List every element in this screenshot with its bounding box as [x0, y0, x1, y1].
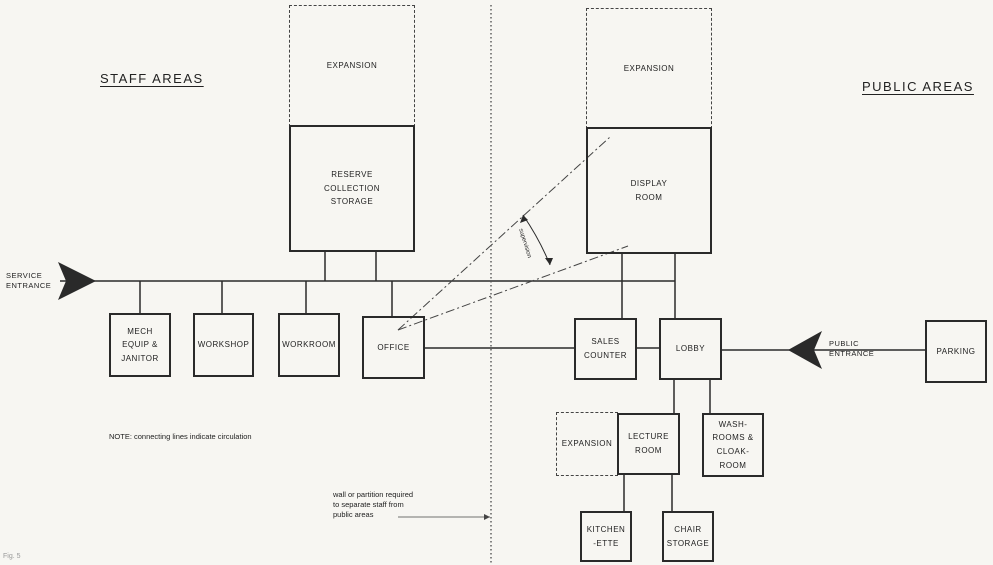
staff-areas-heading: STAFF AREAS — [100, 71, 204, 86]
lecture-room-box: LECTURE ROOM — [617, 413, 680, 475]
kitchenette-box: KITCHEN -ETTE — [580, 511, 632, 562]
circulation-note: NOTE: connecting lines indicate circulat… — [109, 432, 252, 441]
public-entrance-arrow — [788, 331, 822, 369]
sight-line-upper — [397, 136, 611, 331]
parking-box: PARKING — [925, 320, 987, 383]
figure-caption: Fig. 5 — [3, 553, 21, 560]
public-expansion-box: EXPANSION — [586, 8, 712, 129]
public-areas-heading: PUBLIC AREAS — [862, 79, 974, 94]
lecture-expansion-box: EXPANSION — [556, 412, 618, 476]
service-entrance-arrow — [58, 262, 96, 300]
sight-line-lower — [397, 245, 629, 331]
staff-expansion-box: EXPANSION — [289, 5, 415, 127]
reserve-collection-storage-box: RESERVE COLLECTION STORAGE — [289, 125, 415, 252]
public-entrance-label: PUBLIC ENTRANCE — [829, 339, 875, 358]
workshop-box: WORKSHOP — [193, 313, 254, 377]
mech-equip-janitor-box: MECH EQUIP & JANITOR — [109, 313, 171, 377]
workroom-box: WORKROOM — [278, 313, 340, 377]
service-entrance-label: SERVICE ENTRANCE — [6, 271, 52, 290]
washrooms-cloakroom-box: WASH- ROOMS & CLOAK- ROOM — [702, 413, 764, 477]
chair-storage-box: CHAIR STORAGE — [662, 511, 714, 562]
lobby-box: LOBBY — [659, 318, 722, 380]
sales-counter-box: SALES COUNTER — [574, 318, 637, 380]
display-room-box: DISPLAY ROOM — [586, 127, 712, 254]
partition-note: wall or partition required to separate s… — [333, 490, 414, 520]
office-box: OFFICE — [362, 316, 425, 379]
